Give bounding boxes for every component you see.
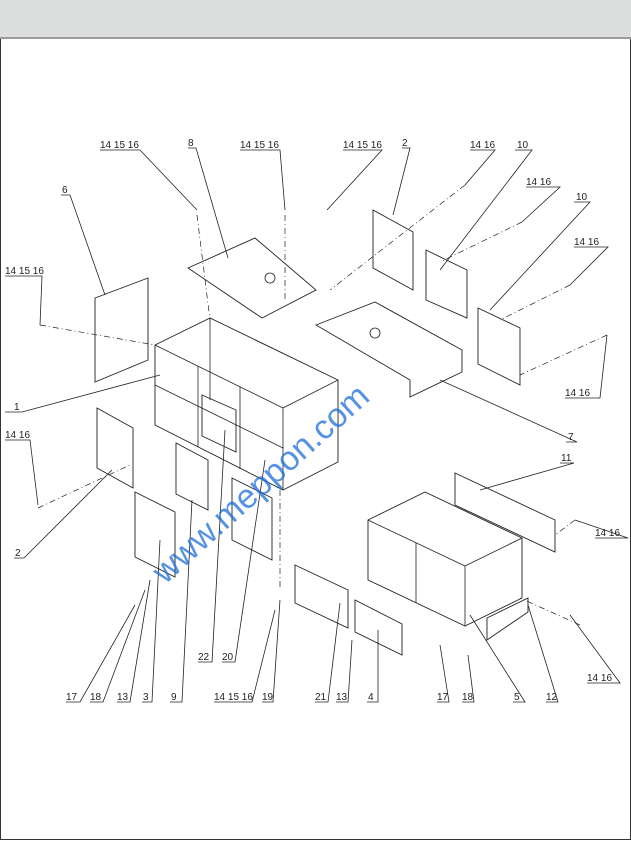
callout-14-15-16: 14 15 16 [343, 140, 382, 151]
vent-panel-10b [477, 307, 521, 386]
top-plate-8 [187, 237, 317, 319]
lower-frame-5 [367, 491, 523, 627]
vent-panel-11 [454, 472, 556, 553]
back-panel-2 [372, 209, 414, 291]
callout-10: 10 [517, 140, 529, 151]
callout-14-15-16: 14 15 16 [100, 140, 139, 151]
callout-9: 9 [171, 692, 177, 703]
door-20 [231, 477, 273, 561]
callout-22: 22 [198, 652, 210, 663]
callout-6: 6 [62, 185, 68, 196]
frame-1 [154, 317, 339, 491]
door-3 [134, 491, 176, 578]
callout-18: 18 [90, 692, 102, 703]
callout-3: 3 [143, 692, 149, 703]
callout-10: 10 [576, 192, 588, 203]
top-cover-7 [314, 301, 463, 398]
callout-17: 17 [66, 692, 78, 703]
callout-7: 7 [568, 432, 574, 443]
callout-19: 19 [262, 692, 274, 703]
callout-14-16: 14 16 [574, 237, 599, 248]
vent-panel-12 [486, 597, 529, 641]
callout-14-15-16: 14 15 16 [240, 140, 279, 151]
panel-9 [175, 442, 209, 511]
callout-14-16: 14 16 [470, 140, 495, 151]
callout-14-15-16: 14 15 16 [5, 266, 44, 277]
callout-13: 13 [336, 692, 348, 703]
callout-21: 21 [315, 692, 327, 703]
callout-2: 2 [402, 138, 408, 149]
callout-14-15-16: 14 15 16 [214, 692, 253, 703]
callout-14-16: 14 16 [587, 673, 612, 684]
vent-panel-10a [425, 249, 468, 319]
callout-13: 13 [117, 692, 129, 703]
callout-labels: 14 15 16 8 14 15 16 14 15 16 2 14 16 10 … [5, 138, 620, 703]
callout-5: 5 [514, 692, 520, 703]
callout-14-16: 14 16 [5, 430, 30, 441]
top-bar [0, 0, 631, 39]
callout-2: 2 [15, 548, 21, 559]
callout-17: 17 [437, 692, 449, 703]
callout-12: 12 [546, 692, 558, 703]
callout-18: 18 [462, 692, 474, 703]
callout-20: 20 [222, 652, 234, 663]
callout-14-16: 14 16 [526, 177, 551, 188]
callout-14-16: 14 16 [595, 528, 620, 539]
door-21 [294, 564, 349, 629]
callout-11: 11 [561, 453, 572, 464]
door-4 [354, 599, 403, 656]
callout-8: 8 [188, 138, 194, 149]
callout-4: 4 [368, 692, 374, 703]
callout-14-16: 14 16 [565, 388, 590, 399]
callout-1: 1 [14, 402, 20, 413]
side-panel-6 [94, 277, 149, 383]
side-panel-2 [96, 407, 134, 489]
